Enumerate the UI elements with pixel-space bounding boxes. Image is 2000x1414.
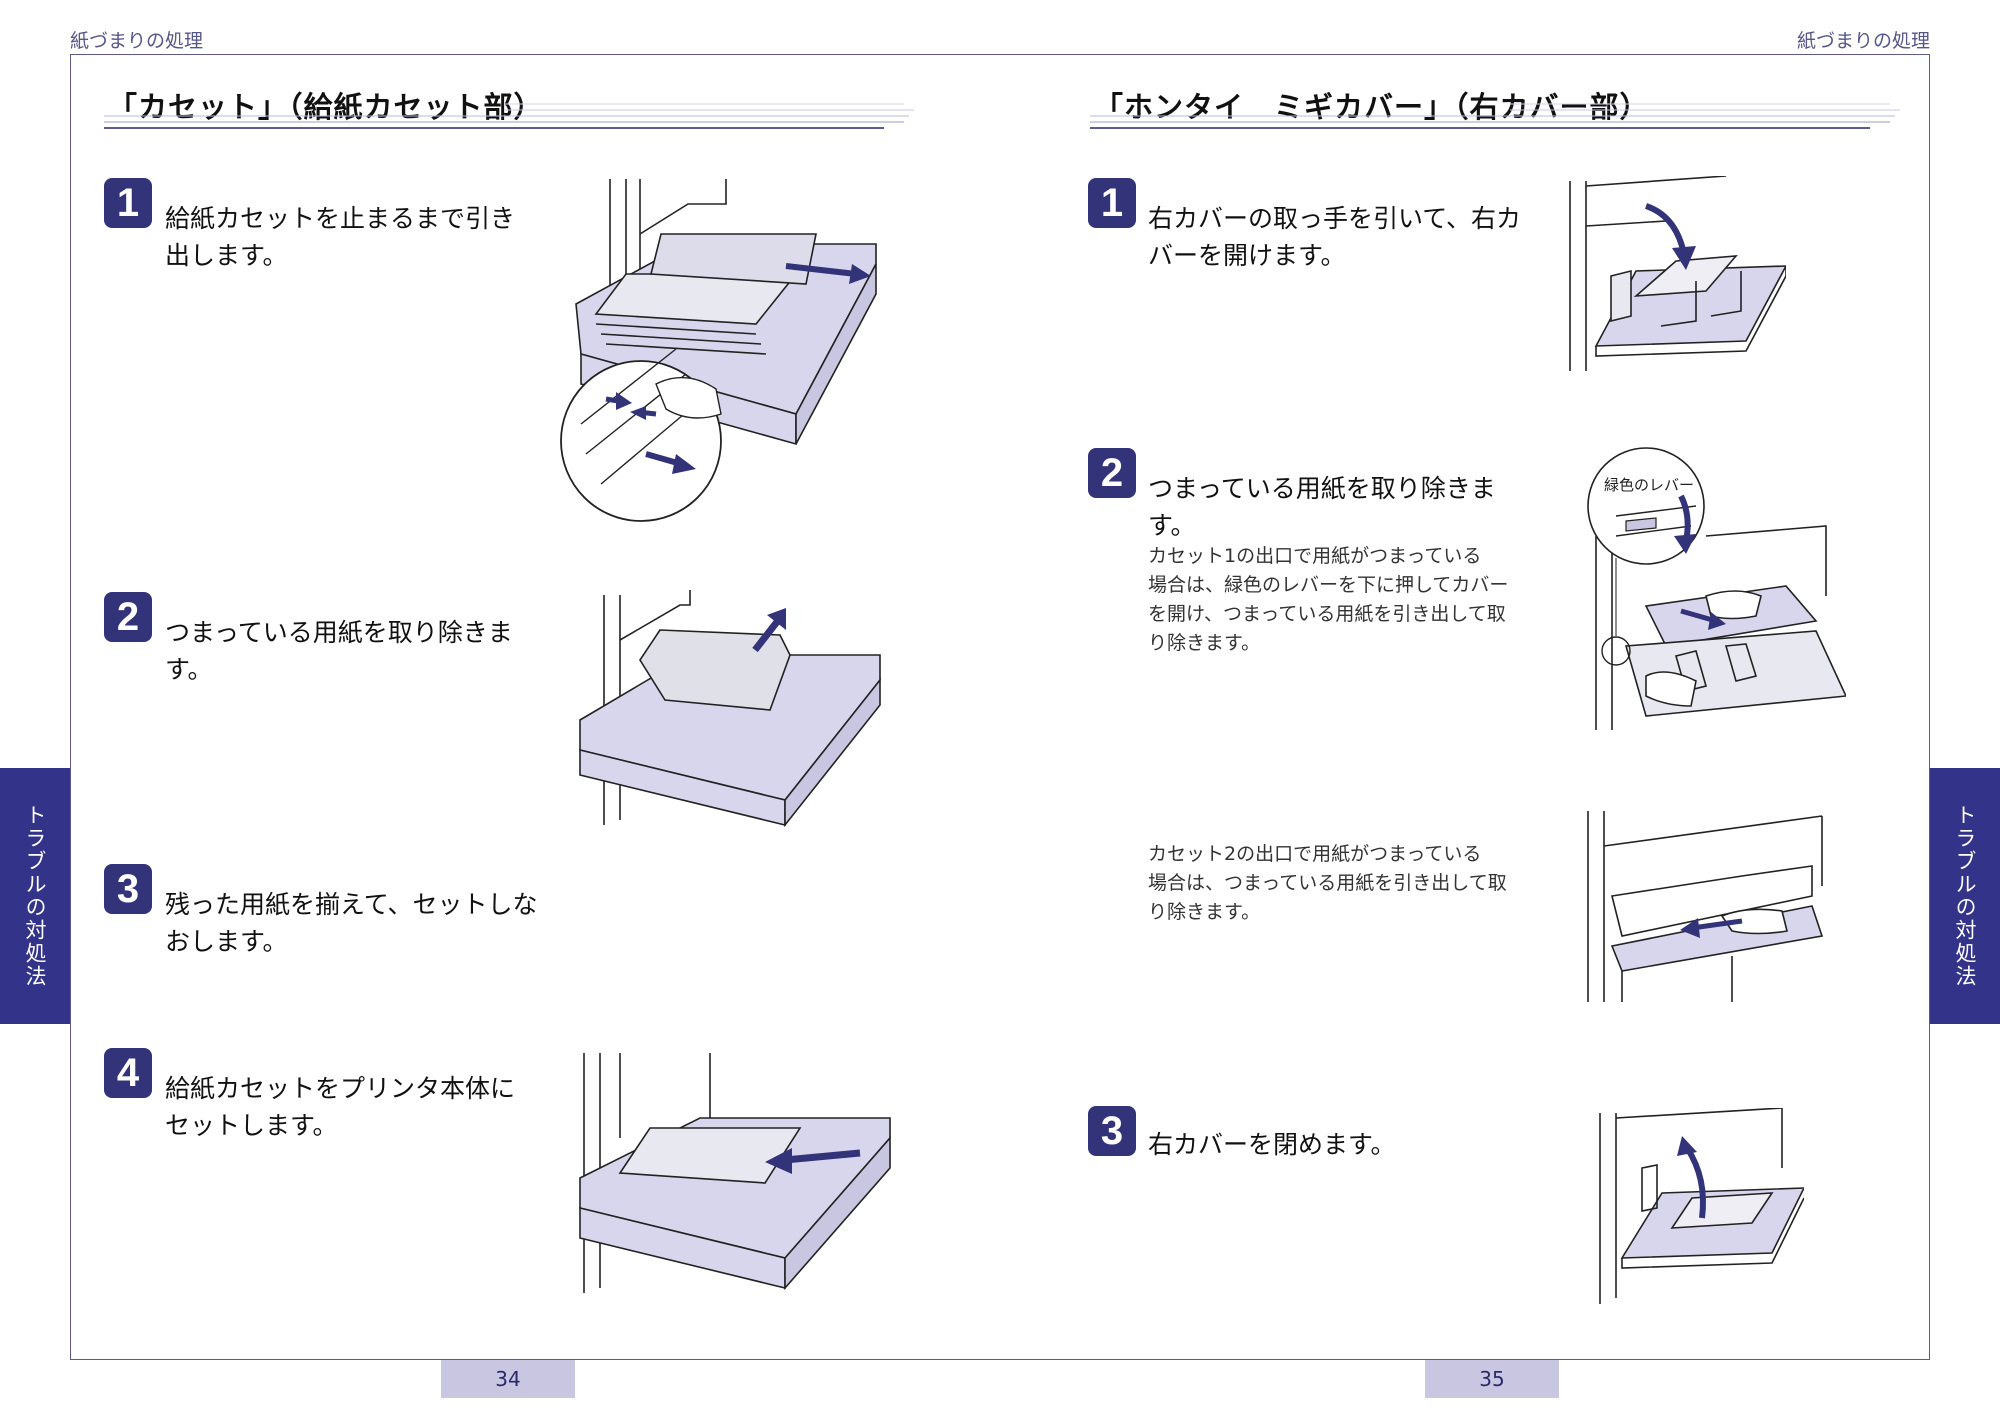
green-lever-callout-label: 緑色のレバー [1604, 476, 1695, 494]
cassette-2-note: カセット2の出口で用紙がつまっている 場合は、つまっている用紙を引き出して取 り… [1148, 843, 1507, 923]
page-number-left: 34 [441, 1360, 575, 1398]
remove-paper-illustration [579, 590, 881, 828]
page-number-right: 35 [1425, 1360, 1559, 1398]
right-step-badge-1: 1 [1088, 178, 1136, 228]
right-step-text-1: 右カバーの取っ手を引いて、右カバーを開けます。 [1148, 204, 1522, 270]
right-step-2-note: カセット1の出口で用紙がつまっている 場合は、緑色のレバーを下に押してカバー を… [1148, 545, 1509, 654]
page-frame [70, 54, 1930, 1360]
right-step-text-2: つまっている用紙を取り除きます。 [1148, 474, 1496, 540]
header-right-title: 紙づまりの処理 [1796, 30, 1930, 52]
header-left-title: 紙づまりの処理 [70, 30, 204, 52]
cassette-2-exit-illustration [1587, 811, 1824, 1002]
right-step-badge-3: 3 [1088, 1106, 1136, 1156]
right-title-underline [1090, 103, 1900, 129]
close-right-cover-illustration [1599, 1108, 1804, 1304]
step-badge-3: 3 [104, 864, 152, 914]
cassette-pull-out-illustration [560, 179, 877, 522]
green-lever-illustration [1587, 447, 1846, 730]
step-badge-1: 1 [104, 178, 152, 228]
step-badge-2: 2 [104, 592, 152, 642]
step-text-3: 残った用紙を揃えて、セットしなおします。 [165, 890, 538, 956]
side-tab-right: トラブルの対処法 [1930, 768, 2000, 1024]
step-text-1: 給紙カセットを止まるまで引き出します。 [165, 204, 516, 270]
insert-cassette-illustration [579, 1053, 891, 1293]
right-step-text-3: 右カバーを閉めます。 [1148, 1130, 1396, 1159]
step-text-2: つまっている用紙を取り除きます。 [165, 618, 513, 684]
step-badge-4: 4 [104, 1048, 152, 1098]
right-section-title: 「ホンタイ ミギカバー」（右カバー部） [1094, 90, 1650, 124]
open-right-cover-illustration [1569, 176, 1786, 371]
left-title-underline [104, 103, 914, 129]
side-tab-left: トラブルの対処法 [0, 768, 70, 1024]
left-section-title: 「カセット」（給紙カセット部） [108, 90, 544, 124]
right-step-badge-2: 2 [1088, 448, 1136, 498]
step-text-4: 給紙カセットをプリンタ本体にセットします。 [165, 1074, 516, 1140]
